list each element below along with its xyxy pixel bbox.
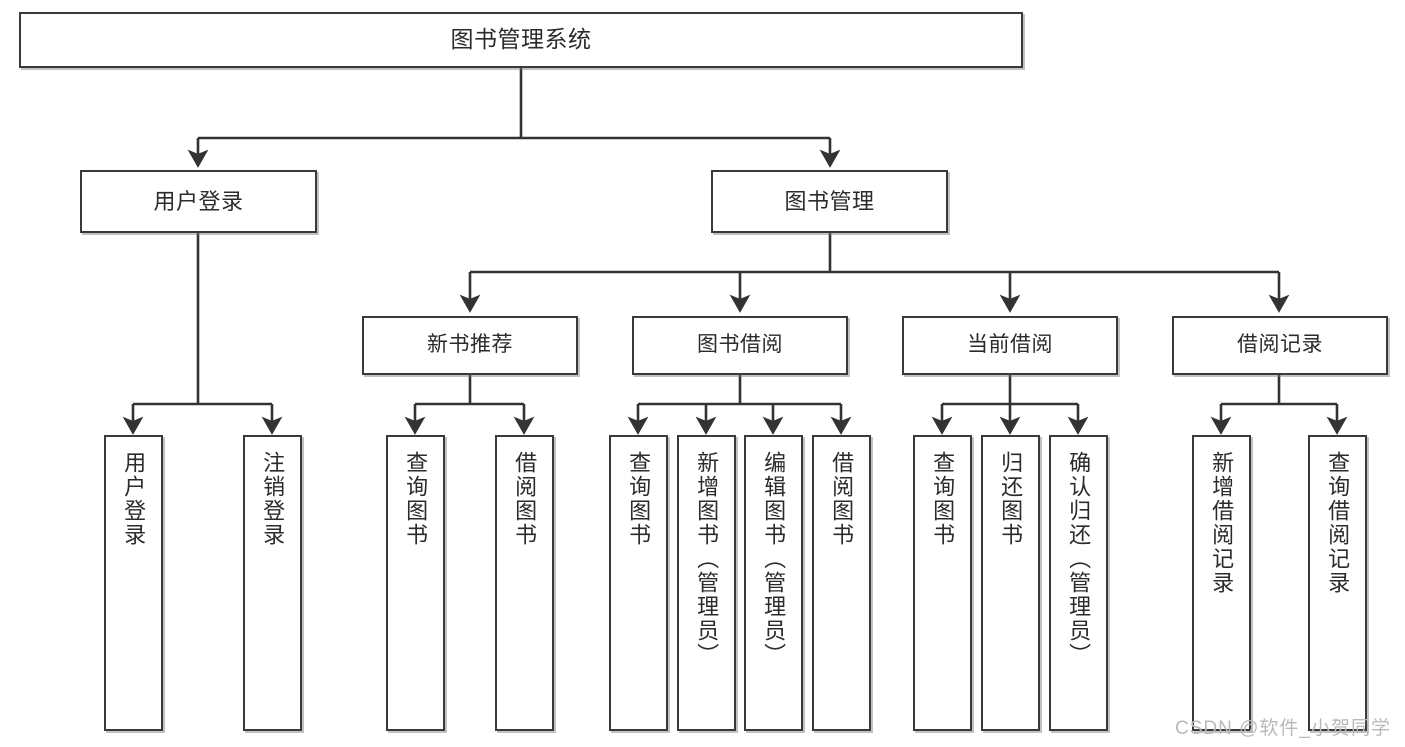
node-label: 用户登录 — [153, 188, 244, 214]
node-label: 查询图书 — [930, 451, 956, 547]
node-label: 查询图书 — [626, 451, 652, 547]
node-label: 借阅记录 — [1237, 333, 1323, 357]
node-label: 确认归还（管理员） — [1066, 451, 1092, 667]
node-label: 查询图书 — [403, 451, 429, 547]
leaf-current-borrow-query-book[interactable]: 查询图书 — [913, 435, 972, 731]
leaf-current-borrow-return-book[interactable]: 归还图书 — [981, 435, 1040, 731]
node-root-book-management-system[interactable]: 图书管理系统 — [19, 12, 1023, 68]
leaf-new-book-query-book[interactable]: 查询图书 — [386, 435, 445, 731]
node-label: 查询借阅记录 — [1325, 451, 1351, 595]
node-label: 新增图书（管理员） — [694, 451, 720, 667]
node-user-login[interactable]: 用户登录 — [80, 170, 317, 233]
node-label: 图书借阅 — [697, 333, 783, 357]
node-label: 注销登录 — [260, 451, 286, 547]
node-book-borrow[interactable]: 图书借阅 — [632, 316, 848, 375]
node-label: 新增借阅记录 — [1209, 451, 1235, 595]
leaf-book-borrow-query-book[interactable]: 查询图书 — [609, 435, 668, 731]
node-borrow-record[interactable]: 借阅记录 — [1172, 316, 1388, 375]
node-label: 图书管理系统 — [450, 26, 592, 53]
leaf-user-login-login[interactable]: 用户登录 — [104, 435, 163, 731]
leaf-book-borrow-add-book-admin[interactable]: 新增图书（管理员） — [677, 435, 736, 731]
node-label: 借阅图书 — [512, 451, 538, 547]
leaf-book-borrow-borrow-book[interactable]: 借阅图书 — [812, 435, 871, 731]
node-book-management[interactable]: 图书管理 — [711, 170, 948, 233]
node-label: 归还图书 — [998, 451, 1024, 547]
node-new-book-recommend[interactable]: 新书推荐 — [362, 316, 578, 375]
node-label: 当前借阅 — [967, 333, 1053, 357]
watermark-text: CSDN @软件_小贺同学 — [1175, 718, 1391, 739]
leaf-user-login-logout[interactable]: 注销登录 — [243, 435, 302, 731]
node-label: 用户登录 — [121, 451, 147, 547]
node-current-borrow[interactable]: 当前借阅 — [902, 316, 1118, 375]
node-label: 新书推荐 — [427, 333, 513, 357]
leaf-book-borrow-edit-book-admin[interactable]: 编辑图书（管理员） — [744, 435, 803, 731]
leaf-new-book-borrow-book[interactable]: 借阅图书 — [495, 435, 554, 731]
node-label: 借阅图书 — [829, 451, 855, 547]
leaf-current-borrow-confirm-return-admin[interactable]: 确认归还（管理员） — [1049, 435, 1108, 731]
node-label: 图书管理 — [784, 188, 875, 214]
leaf-borrow-record-query-record[interactable]: 查询借阅记录 — [1308, 435, 1367, 731]
node-label: 编辑图书（管理员） — [761, 451, 787, 667]
leaf-borrow-record-add-record[interactable]: 新增借阅记录 — [1192, 435, 1251, 731]
